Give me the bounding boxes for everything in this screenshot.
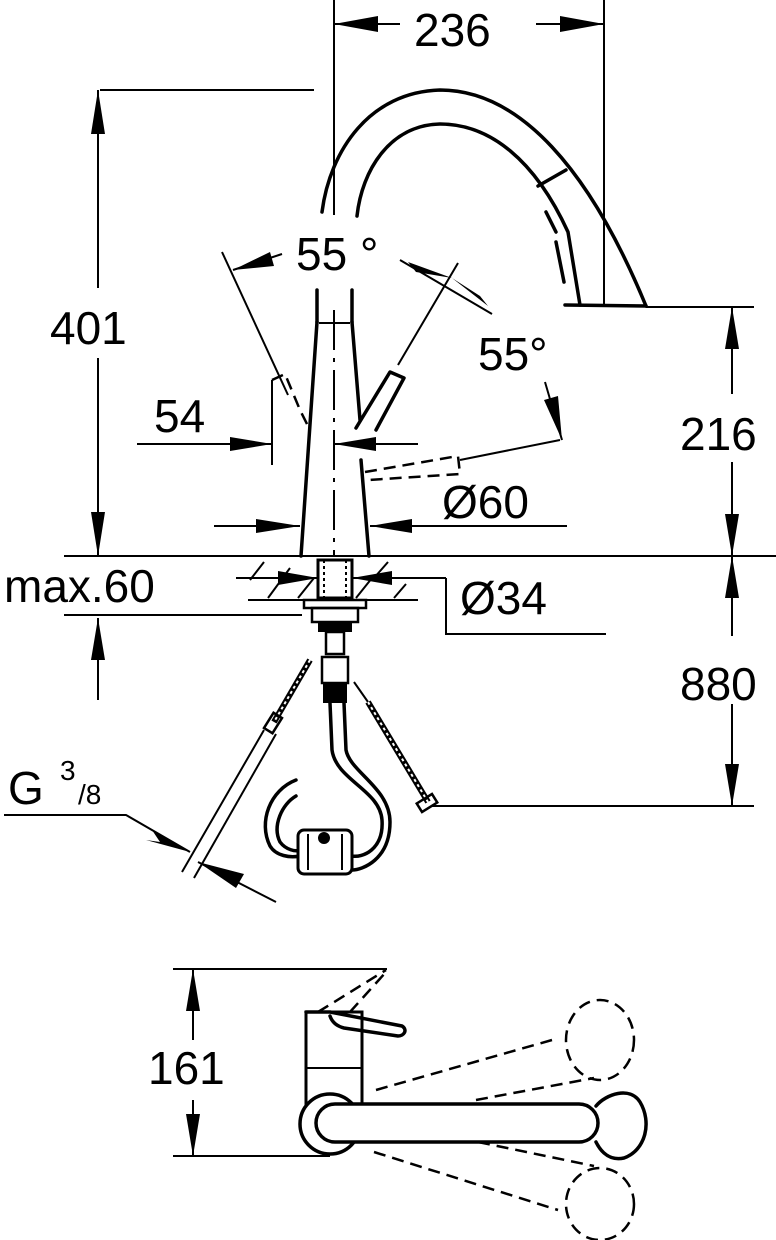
dimension-max60: max.60 xyxy=(4,546,302,700)
dimension-401: 401 xyxy=(50,90,127,556)
label-spout-reach: 236 xyxy=(414,4,491,56)
label-thread-den: /8 xyxy=(78,779,101,810)
dimension-g38: G 3 /8 xyxy=(4,755,277,903)
label-base-diameter: Ø60 xyxy=(442,476,529,528)
label-hole-diameter: Ø34 xyxy=(460,572,547,624)
dimension-55-side: 55° xyxy=(478,328,563,441)
faucet-body xyxy=(221,251,561,558)
dimension-236: 236 xyxy=(333,0,605,305)
dimension-55-front: 55 ° xyxy=(232,228,493,315)
dimension-54: 54 xyxy=(137,390,418,451)
dimension-34: Ø34 xyxy=(236,571,606,635)
dimension-216: 216 xyxy=(646,306,757,556)
faucet-spout xyxy=(100,88,648,308)
label-spout-outlet-height: 216 xyxy=(680,408,757,460)
label-lever-angle-front: 55 ° xyxy=(296,228,378,280)
label-lever-offset: 54 xyxy=(154,390,205,442)
label-thread-g: G xyxy=(8,762,44,814)
label-deck-thickness: max.60 xyxy=(4,560,155,612)
supply-hoses xyxy=(181,655,440,879)
countertop-section xyxy=(64,555,776,656)
top-view: 161 xyxy=(148,968,648,1240)
label-lever-angle-side: 55° xyxy=(478,328,548,380)
label-hose-length: 880 xyxy=(680,658,757,710)
label-total-height: 401 xyxy=(50,302,127,354)
label-thread-num: 3 xyxy=(60,755,76,786)
dimension-880: 880 xyxy=(432,556,757,807)
dimension-60: Ø60 xyxy=(214,476,567,533)
label-top-view-height: 161 xyxy=(148,1042,225,1094)
